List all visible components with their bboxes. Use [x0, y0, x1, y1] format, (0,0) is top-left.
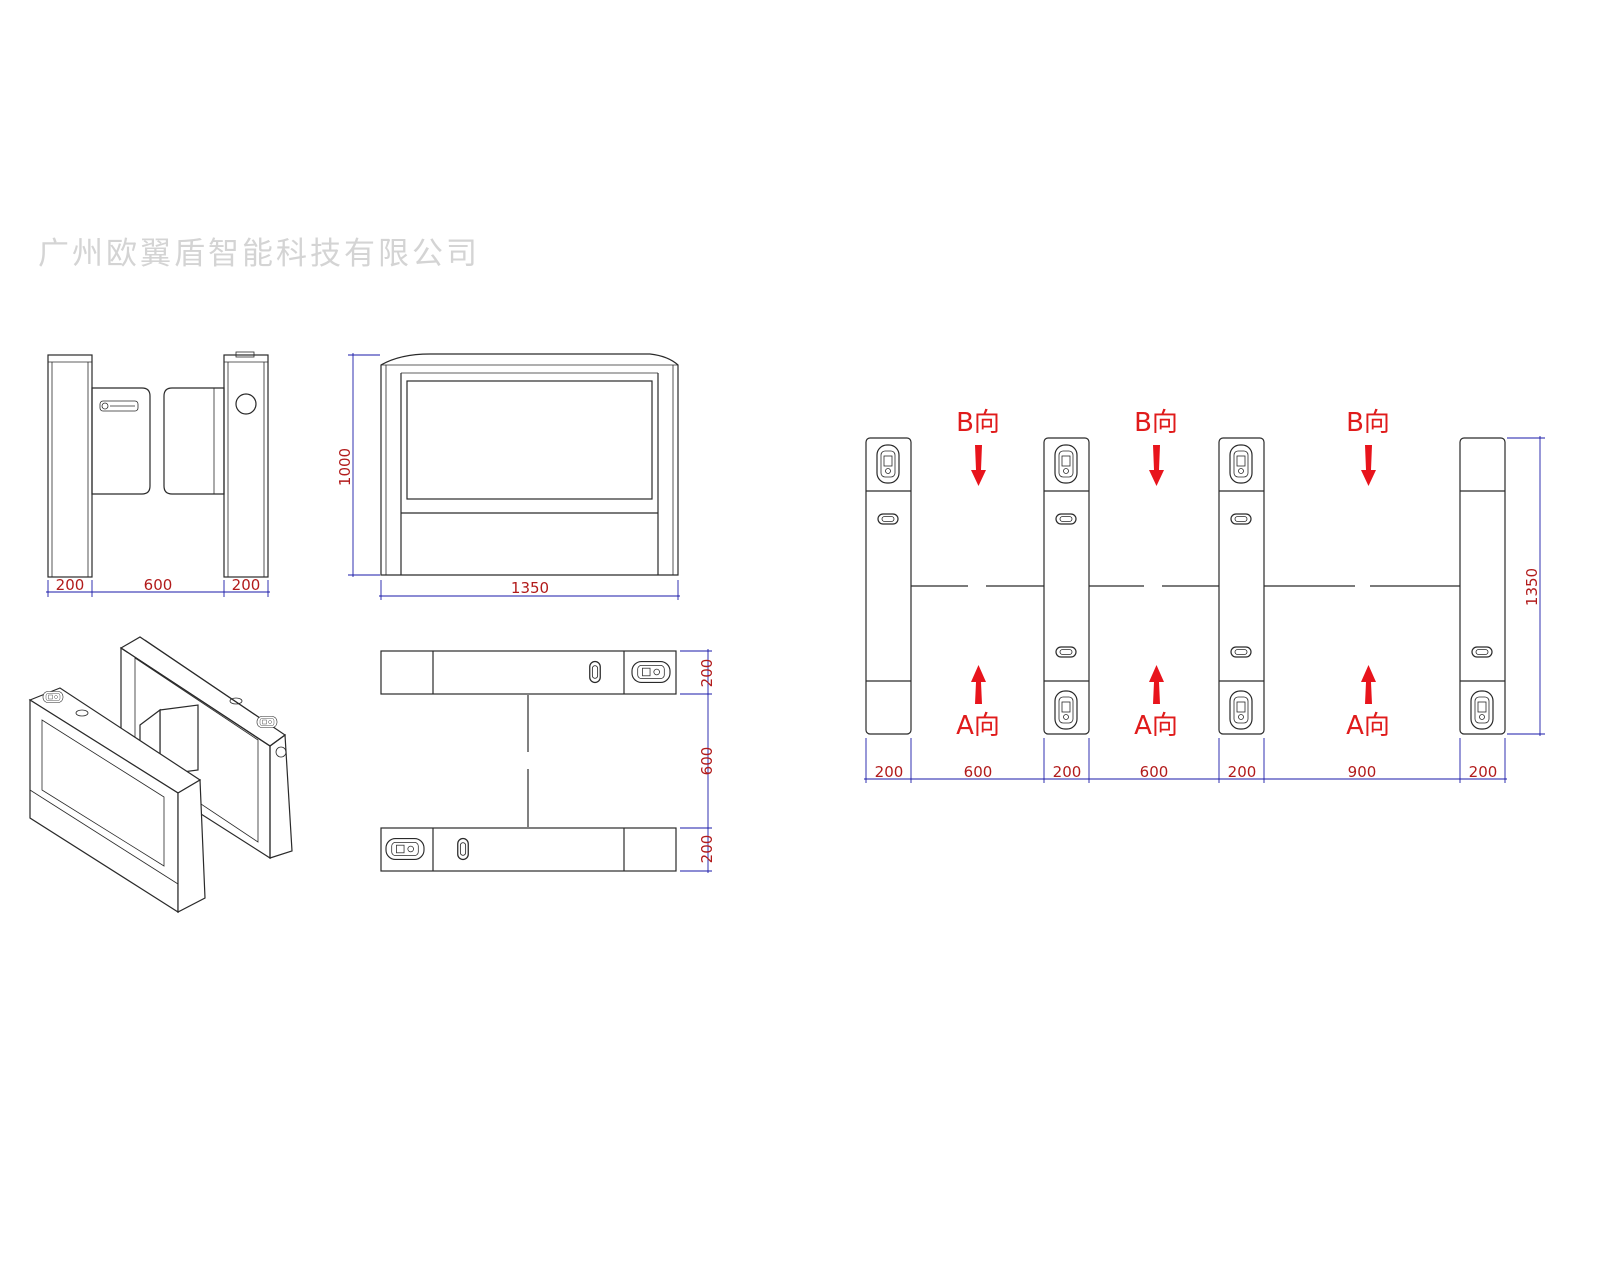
company-name: 广州欧翼盾智能科技有限公司	[38, 236, 480, 272]
direction-a-label: A向	[1134, 711, 1178, 741]
side-dim-width: 1350	[511, 579, 549, 597]
top-dim-upper: 200	[698, 659, 716, 688]
plan-view	[864, 436, 1545, 783]
plan-dim-1: 200	[875, 763, 904, 781]
side-dim-height: 1000	[336, 448, 354, 486]
direction-a-label: A向	[1346, 711, 1390, 741]
arrow-down-icon	[971, 445, 986, 486]
direction-b-label: B向	[956, 408, 1000, 438]
plan-dim-4: 600	[1140, 763, 1169, 781]
arrow-down-icon	[1361, 445, 1376, 486]
front-view	[46, 351, 270, 597]
arrow-up-icon	[971, 665, 986, 704]
plan-dim-3: 200	[1053, 763, 1082, 781]
sensor-icon	[235, 393, 257, 415]
plan-dim-height: 1350	[1523, 568, 1541, 606]
direction-a-label: A向	[956, 711, 1000, 741]
logo-plate-icon	[99, 400, 139, 412]
arrow-up-icon	[1361, 665, 1376, 704]
arrow-up-icon	[1149, 665, 1164, 704]
arrow-down-icon	[1149, 445, 1164, 486]
plan-dim-2: 600	[964, 763, 993, 781]
plan-dim-6: 900	[1348, 763, 1377, 781]
top-dim-middle: 600	[698, 747, 716, 776]
front-dim-left: 200	[56, 576, 85, 594]
plan-dim-5: 200	[1228, 763, 1257, 781]
side-view	[348, 353, 680, 600]
direction-b-label: B向	[1346, 408, 1390, 438]
isometric-view	[28, 636, 293, 914]
front-dim-middle: 600	[144, 576, 173, 594]
plan-dim-7: 200	[1469, 763, 1498, 781]
top-view	[380, 649, 712, 873]
front-dim-right: 200	[232, 576, 261, 594]
top-dim-lower: 200	[698, 835, 716, 864]
direction-b-label: B向	[1134, 408, 1178, 438]
